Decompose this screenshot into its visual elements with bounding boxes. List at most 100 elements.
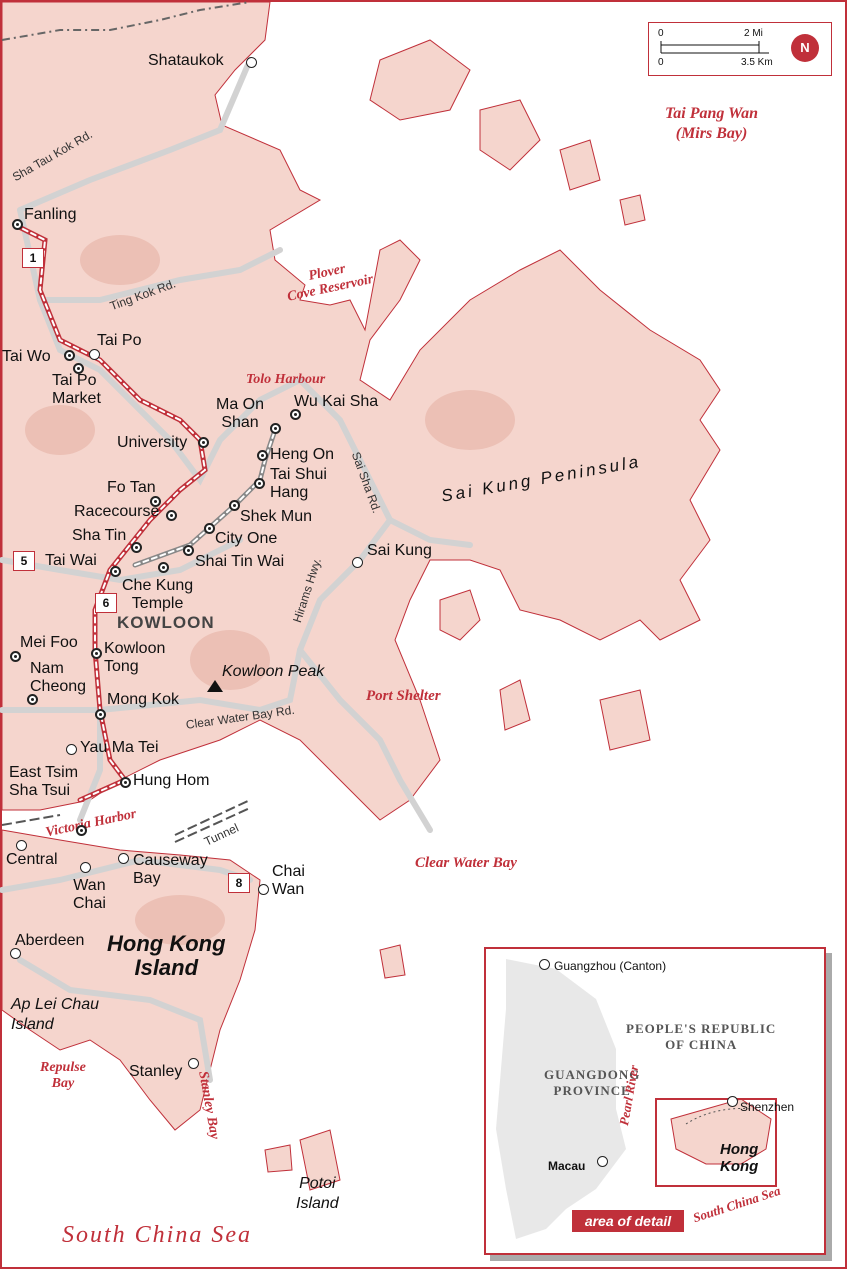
route-shield-6: 6 xyxy=(95,593,117,613)
scale-zero-bottom: 0 xyxy=(658,57,664,68)
scale-km: 3.5 Km xyxy=(741,57,773,68)
station-marker xyxy=(166,510,177,521)
inset-place-marker xyxy=(597,1156,608,1167)
inset-hong-kong: Hong Kong xyxy=(720,1141,759,1175)
station-marker xyxy=(254,478,265,489)
water-clear-water-bay: Clear Water Bay xyxy=(415,855,517,871)
place-marker xyxy=(352,557,363,568)
place-tai-wo: Tai Wo xyxy=(2,348,51,365)
station-marker xyxy=(270,423,281,434)
place-heng-on: Heng On xyxy=(270,446,335,463)
place-kowloon-tong: Kowloon Tong xyxy=(104,640,166,675)
place-kowloon-peak: Kowloon Peak xyxy=(222,663,325,680)
station-marker xyxy=(150,496,161,507)
station-marker xyxy=(76,825,87,836)
station-marker xyxy=(183,545,194,556)
station-marker xyxy=(229,500,240,511)
scale-miles: 2 Mi xyxy=(744,28,763,39)
place-marker xyxy=(246,57,257,68)
station-marker xyxy=(257,450,268,461)
north-arrow-icon: N xyxy=(791,34,819,62)
district-kowloon: KOWLOON xyxy=(117,613,215,632)
station-marker xyxy=(158,562,169,573)
inset-guangzhou: Guangzhou (Canton) xyxy=(554,959,667,973)
place-university: University xyxy=(117,434,188,451)
station-marker xyxy=(27,694,38,705)
inset-place-marker xyxy=(727,1096,738,1107)
station-marker xyxy=(91,648,102,659)
inset-prc: PEOPLE'S REPUBLIC OF CHINA xyxy=(626,1021,777,1052)
place-tai-po-market: Tai Po Market xyxy=(52,372,101,407)
place-city-one: City One xyxy=(215,530,278,547)
water-tolo-harbour: Tolo Harbour xyxy=(246,372,326,387)
inset-map: Guangzhou (Canton) PEOPLE'S REPUBLIC OF … xyxy=(484,947,826,1255)
place-wu-kai-sha: Wu Kai Sha xyxy=(294,393,379,410)
place-chai-wan: Chai Wan xyxy=(272,863,305,898)
water-port-shelter: Port Shelter xyxy=(366,688,441,704)
inset-macau: Macau xyxy=(548,1159,586,1173)
station-marker xyxy=(131,542,142,553)
place-hong-kong-island: Hong Kong Island xyxy=(107,931,226,980)
place-tai-shui-hang: Tai Shui Hang xyxy=(270,466,327,501)
area-of-detail-label: area of detail xyxy=(572,1210,684,1232)
place-tai-po: Tai Po xyxy=(97,332,142,349)
place-ma-on-shan: Ma On Shan xyxy=(216,396,265,431)
station-marker xyxy=(204,523,215,534)
place-east-tsim-sha-tsui: East Tsim Sha Tsui xyxy=(9,764,79,799)
scale-lines xyxy=(660,41,769,54)
place-marker xyxy=(89,349,100,360)
place-racecourse: Racecourse xyxy=(74,503,160,520)
place-mei-foo: Mei Foo xyxy=(20,634,78,651)
inset-place-marker xyxy=(539,959,550,970)
station-marker xyxy=(12,219,23,230)
place-marker xyxy=(80,862,91,873)
route-shield-1: 1 xyxy=(22,248,44,268)
place-marker xyxy=(188,1058,199,1069)
station-marker xyxy=(198,437,209,448)
place-tai-wai: Tai Wai xyxy=(45,552,97,569)
place-aberdeen: Aberdeen xyxy=(15,932,85,949)
station-marker xyxy=(73,363,84,374)
station-marker xyxy=(64,350,75,361)
place-shataukok: Shataukok xyxy=(148,52,224,69)
water-tai-pang-wan: Tai Pang Wan (Mirs Bay) xyxy=(665,105,759,142)
station-marker xyxy=(120,777,131,788)
place-hung-hom: Hung Hom xyxy=(133,772,210,789)
place-marker xyxy=(10,948,21,959)
station-marker xyxy=(95,709,106,720)
station-marker xyxy=(10,651,21,662)
place-shek-mun: Shek Mun xyxy=(240,508,313,525)
peak-marker xyxy=(207,680,223,692)
place-sai-kung: Sai Kung xyxy=(367,542,432,559)
place-potoi-island: Potoi Island xyxy=(296,1175,339,1212)
place-nam-cheong: Nam Cheong xyxy=(30,660,87,695)
place-fo-tan: Fo Tan xyxy=(107,479,156,496)
inset-guangdong: GUANGDONG PROVINCE xyxy=(544,1067,641,1098)
place-central: Central xyxy=(6,851,58,868)
route-shield-5: 5 xyxy=(13,551,35,571)
place-marker xyxy=(258,884,269,895)
inset-shenzhen: Shenzhen xyxy=(740,1100,795,1114)
station-marker xyxy=(290,409,301,420)
place-ap-lei-chau-island: Ap Lei Chau Island xyxy=(11,996,100,1033)
route-shield-8: 8 xyxy=(228,873,250,893)
place-che-kung-temple: Che Kung Temple xyxy=(122,577,194,612)
water-south-china-sea: South China Sea xyxy=(62,1222,252,1248)
place-sha-tin: Sha Tin xyxy=(72,527,127,544)
land-new-territories xyxy=(1,1,721,821)
place-marker xyxy=(16,840,27,851)
place-fanling: Fanling xyxy=(24,206,77,223)
place-causeway-bay: Causeway Bay xyxy=(133,852,208,887)
place-yau-ma-tei: Yau Ma Tei xyxy=(80,739,159,756)
station-marker xyxy=(110,566,121,577)
relief xyxy=(80,235,160,285)
scale-zero-top: 0 xyxy=(658,28,664,39)
water-repulse-bay: Repulse Bay xyxy=(40,1060,86,1091)
place-stanley: Stanley xyxy=(129,1063,183,1080)
place-shai-tin-wai: Shai Tin Wai xyxy=(195,553,285,570)
place-marker xyxy=(66,744,77,755)
place-wan-chai: Wan Chai xyxy=(73,877,106,912)
place-marker xyxy=(118,853,129,864)
